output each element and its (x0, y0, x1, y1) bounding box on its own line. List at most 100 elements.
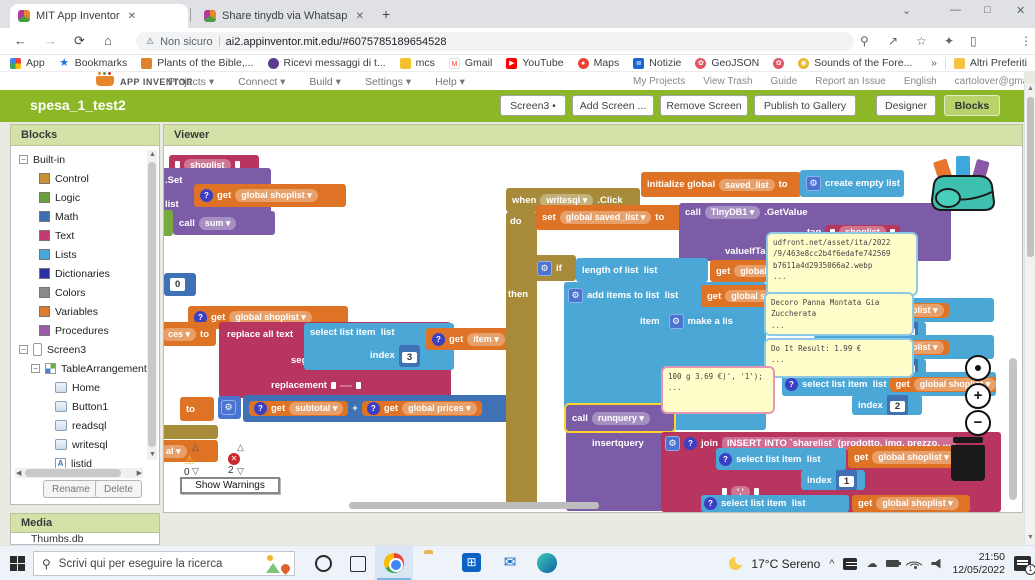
rename-button[interactable]: Rename (43, 480, 99, 498)
bookmark-item[interactable]: Plants of the Bible,... (141, 57, 254, 69)
mail-icon[interactable]: ✉ (503, 554, 517, 571)
extension-icon[interactable]: ✦ (944, 34, 955, 48)
palette-procedures[interactable]: Procedures (13, 321, 145, 340)
start-button-icon[interactable] (10, 556, 25, 571)
tab-share-tinydb[interactable]: Share tinydb via Whatsapp - MIT ✕ (196, 4, 374, 28)
warning-up-icon[interactable]: △ (192, 442, 199, 452)
block[interactable]: length of list list (576, 258, 708, 282)
moon-weather-icon[interactable] (729, 557, 743, 570)
zoom-icon[interactable]: ⚲ (860, 34, 869, 48)
menu-kebab-icon[interactable]: ⋮ (1020, 34, 1032, 48)
scroll-up-icon[interactable]: ▲ (1027, 85, 1034, 92)
palette-colors[interactable]: Colors (13, 283, 145, 302)
window-minimize-icon[interactable]: — (950, 4, 961, 16)
menu-report-an-issue[interactable]: Report an Issue (815, 76, 886, 87)
tree-writesql[interactable]: writesql (13, 435, 145, 454)
error-down-icon[interactable]: ▽ (237, 466, 244, 476)
backpack-icon[interactable] (926, 154, 1000, 217)
battery-icon[interactable] (886, 560, 902, 567)
security-warning-icon[interactable]: ⚠ (146, 36, 155, 46)
blocks-button[interactable]: Blocks (944, 95, 1000, 116)
sidepanel-icon[interactable]: ▯ (970, 34, 977, 48)
tree-screen3[interactable]: −Screen3 (13, 340, 145, 359)
block[interactable]: ?select list item list (716, 448, 846, 470)
block[interactable]: 0 (164, 273, 196, 296)
wifi-icon[interactable] (905, 556, 923, 573)
block[interactable]: ⚙create empty list (800, 170, 904, 197)
new-tab-button[interactable]: + (382, 6, 391, 22)
notification-center-icon[interactable]: 1 (1014, 556, 1035, 575)
block[interactable] (506, 212, 537, 508)
star-icon[interactable]: ☆ (916, 34, 927, 48)
menu-guide[interactable]: Guide (770, 76, 798, 87)
palette-variables[interactable]: Variables (13, 302, 145, 321)
block[interactable]: ?select list item list (701, 495, 849, 512)
chrome-icon[interactable] (384, 553, 404, 573)
menu-connect[interactable]: Connect ▾ (238, 76, 286, 88)
scroll-down-icon[interactable]: ▼ (1027, 534, 1034, 541)
menu-build[interactable]: Build ▾ (309, 76, 341, 88)
bookmark-item[interactable]: ✿GeoJSON (695, 57, 759, 69)
tree-readsql[interactable]: readsql (13, 416, 145, 435)
menu-view-trash[interactable]: View Trash (703, 76, 753, 87)
bookmark-item[interactable]: mcs (399, 57, 435, 69)
palette-text[interactable]: Text (13, 226, 145, 245)
window-restore-icon[interactable]: □ (984, 4, 991, 16)
block[interactable]: to (180, 397, 214, 421)
add-screen--button[interactable]: Add Screen ... (572, 95, 654, 116)
bookmarks-overflow-icon[interactable]: » (930, 57, 937, 69)
tab-mit-app-inventor[interactable]: MIT App Inventor ✕ (10, 4, 188, 28)
zoom-center-button[interactable] (965, 355, 991, 381)
designer-button[interactable]: Designer (876, 95, 936, 116)
menu-cartolover-gmail-com[interactable]: cartolover@gmail.com (954, 76, 1024, 87)
cortana-icon[interactable] (315, 555, 332, 572)
delete-button[interactable]: Delete (95, 480, 142, 498)
remove-screen-button[interactable]: Remove Screen (660, 95, 748, 116)
block[interactable]: ces ▾to (164, 322, 216, 346)
palette-control[interactable]: Control (13, 169, 145, 188)
tree-button1[interactable]: Button1 (13, 397, 145, 416)
edge-icon[interactable] (537, 553, 557, 573)
block[interactable]: insertquery (566, 431, 668, 511)
block[interactable]: do (510, 215, 522, 227)
volume-icon[interactable] (931, 558, 941, 569)
bookmark-item[interactable]: Ricevi messaggi di t... (267, 57, 386, 69)
reload-icon[interactable]: ⟳ (74, 33, 85, 48)
publish-to-gallery-button[interactable]: Publish to Gallery (754, 95, 856, 116)
window-close-icon[interactable]: ✕ (1016, 5, 1026, 17)
tree-home[interactable]: Home (13, 378, 145, 397)
onedrive-cloud-icon[interactable]: ☁ (866, 558, 878, 570)
bookmark-item[interactable]: App (10, 57, 45, 69)
bookmark-item[interactable]: ◉Sounds of the Fore... (798, 57, 912, 69)
show-warnings-button[interactable]: Show Warnings (180, 477, 280, 494)
scroll-up-icon[interactable]: ▲ (149, 151, 156, 158)
bookmark-item[interactable]: ▶YouTube (506, 57, 564, 69)
tree-tablearrangement1[interactable]: −TableArrangement1 (13, 359, 153, 378)
tree-horizontal-scrollbar[interactable]: ◀ ▶ (15, 468, 143, 478)
teams-icon[interactable] (843, 557, 858, 570)
palette-dictionaries[interactable]: Dictionaries (13, 264, 145, 283)
tree-built-in[interactable]: −Built-in (13, 150, 145, 169)
scroll-left-icon[interactable]: ◀ (16, 470, 22, 477)
tab-close-icon[interactable]: ✕ (127, 10, 136, 22)
scroll-down-icon[interactable]: ▼ (149, 451, 156, 458)
palette-math[interactable]: Math (13, 207, 145, 226)
menu-projects[interactable]: Projects ▾ (168, 76, 215, 88)
page-scrollbar[interactable]: ▲ ▼ (1024, 83, 1035, 545)
hidden-icons-caret[interactable]: ^ (829, 557, 835, 570)
window-menu-icon[interactable]: ⌄ (902, 5, 912, 17)
menu-english[interactable]: English (903, 76, 937, 87)
canvas-vertical-scrollbar[interactable] (1009, 358, 1017, 500)
